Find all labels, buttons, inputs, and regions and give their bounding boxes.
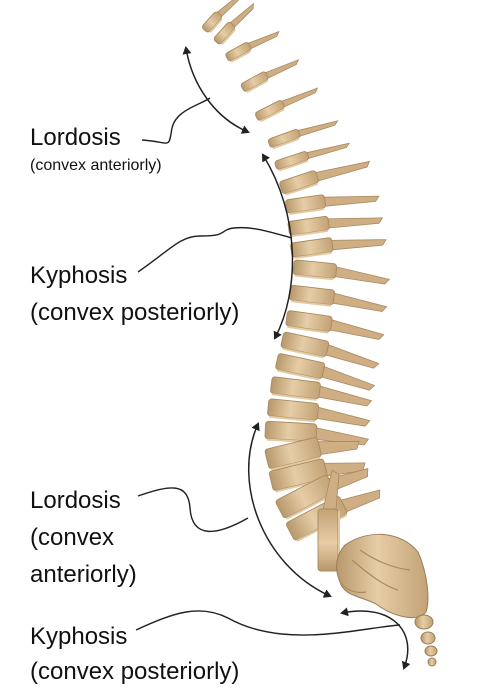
vertebral-body xyxy=(317,508,339,572)
intervertebral-disc xyxy=(282,347,324,359)
lumbar-leader-line xyxy=(137,487,249,533)
intervertebral-disc xyxy=(291,300,332,307)
vertebral-body xyxy=(270,376,321,400)
vertebra xyxy=(279,160,371,196)
vertebra xyxy=(213,2,254,45)
lumbar-lordosis-subtitle-1: (convex xyxy=(30,524,115,552)
intervertebral-disc xyxy=(260,108,285,123)
thoracic-kyphosis-subtitle: (convex posteriorly) xyxy=(30,299,240,327)
vertebra xyxy=(285,310,385,340)
vertebral-body xyxy=(202,11,222,33)
intervertebral-disc xyxy=(276,369,320,381)
vertebral-body xyxy=(290,237,334,258)
sacral-curve-arc xyxy=(340,607,411,670)
lumbar-lordosis-title: Lordosis xyxy=(30,487,121,514)
cervical-lordosis-subtitle: (convex anteriorly) xyxy=(30,157,162,175)
intervertebral-disc xyxy=(289,208,325,216)
coccyx xyxy=(414,614,438,667)
vertebral-body xyxy=(264,420,318,442)
thoracic-kyphosis-title: Kyphosis xyxy=(30,262,128,289)
cervical-curve-arc xyxy=(182,46,250,134)
intervertebral-disc xyxy=(272,137,300,150)
intervertebral-disc xyxy=(291,229,328,238)
sacrum xyxy=(336,533,429,619)
lumbar-lordosis-subtitle-2: anteriorly) xyxy=(30,561,137,589)
intervertebral-disc xyxy=(269,415,316,423)
vertebral-body xyxy=(213,22,236,45)
vertebra xyxy=(267,398,371,427)
intervertebral-disc xyxy=(221,28,236,45)
intervertebral-disc xyxy=(246,79,269,93)
vertebra xyxy=(292,259,390,285)
vertebra xyxy=(267,120,339,150)
cervical-lordosis-label: Lordosis (convex anteriorly) xyxy=(30,124,162,176)
vertebra xyxy=(240,59,300,93)
thoracic-kyphosis-label: Kyphosis (convex posteriorly) xyxy=(30,257,239,331)
intervertebral-disc xyxy=(279,159,309,172)
cervical-lordosis-title: Lordosis xyxy=(30,124,121,151)
vertebra xyxy=(274,142,351,172)
intervertebral-disc xyxy=(287,325,329,334)
vertebral-body xyxy=(285,310,333,332)
vertebra xyxy=(202,0,240,34)
intervertebral-disc xyxy=(209,18,223,34)
thoracic-curve-arc xyxy=(261,153,294,340)
vertebra xyxy=(275,353,376,391)
sacral-kyphosis-label: Kyphosis (convex posteriorly) xyxy=(30,620,239,690)
intervertebral-disc xyxy=(294,251,332,260)
cervical-leader-line xyxy=(141,97,211,144)
sacral-leader-line xyxy=(135,610,401,636)
spinous-process xyxy=(317,195,380,208)
lumbar-curve-arc xyxy=(247,422,332,598)
sacral-kyphosis-title: Kyphosis xyxy=(30,623,128,650)
intervertebral-disc xyxy=(284,182,318,196)
sacral-kyphosis-subtitle: (convex posteriorly) xyxy=(30,657,240,685)
intervertebral-disc xyxy=(294,274,334,281)
intervertebral-disc xyxy=(271,393,317,401)
vertebra xyxy=(290,237,387,260)
vertebra xyxy=(255,87,319,123)
vertebra xyxy=(280,331,380,369)
thoracic-leader-line xyxy=(137,226,293,273)
vertebra xyxy=(270,376,373,407)
lumbar-lordosis-label: Lordosis (convex anteriorly) xyxy=(30,482,137,594)
vertebra xyxy=(289,284,388,312)
vertebra xyxy=(287,215,384,238)
